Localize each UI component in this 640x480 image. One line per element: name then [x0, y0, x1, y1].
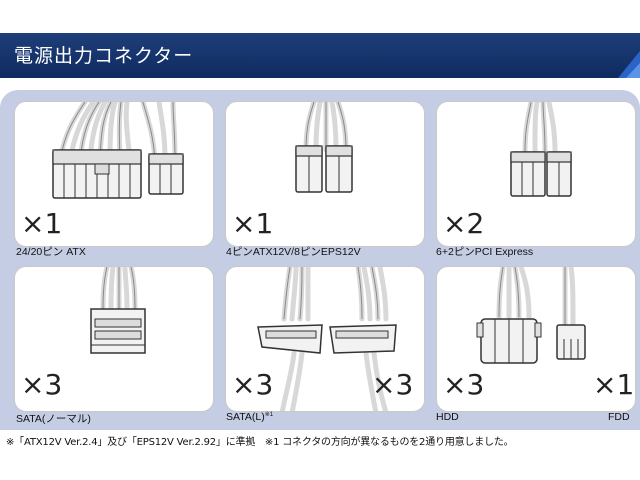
connector-card-sata-l: ×3 ×3	[225, 266, 425, 412]
header-accent-graphic	[618, 51, 640, 78]
count-hdd: ×3	[443, 368, 485, 401]
sata-connector-image	[90, 267, 146, 354]
count-sata-l-left: ×3	[232, 368, 274, 401]
caption-sata-l: SATA(L)※1	[226, 411, 273, 423]
caption-hdd: HDD	[436, 411, 459, 423]
caption-sata-l-note: ※1	[264, 412, 274, 418]
count-eps: ×1	[232, 207, 274, 240]
section-header: 電源出力コネクター	[0, 33, 640, 78]
caption-atx: 24/20ピン ATX	[16, 246, 86, 258]
caption-sata: SATA(ノーマル)	[16, 413, 91, 425]
connector-card-atx: ×1	[14, 101, 214, 247]
caption-sata-l-text: SATA(L)	[226, 411, 265, 423]
connector-card-hdd-fdd: ×3 ×1	[436, 266, 636, 412]
count-sata-l-right: ×3	[372, 368, 414, 401]
hdd-fdd-connector-image	[476, 267, 586, 364]
pcie-connector-image	[510, 102, 572, 197]
count-sata: ×3	[21, 368, 63, 401]
connector-card-pcie: ×2	[436, 101, 636, 247]
caption-eps: 4ピンATX12V/8ピンEPS12V	[226, 246, 361, 258]
header-title: 電源出力コネクター	[14, 45, 194, 67]
sata-l-connector-image	[257, 267, 397, 411]
atx-connector-image	[52, 102, 184, 199]
caption-fdd: FDD	[608, 411, 630, 423]
count-pcie: ×2	[443, 207, 485, 240]
count-atx: ×1	[21, 207, 63, 240]
footnote: ※「ATX12V Ver.2.4」及び「EPS12V Ver.2.92」に準拠 …	[6, 437, 514, 448]
caption-pcie: 6+2ピンPCI Express	[436, 246, 534, 258]
connector-card-eps: ×1	[225, 101, 425, 247]
eps-connector-image	[295, 102, 353, 193]
count-fdd: ×1	[593, 368, 635, 401]
connector-card-sata: ×3	[14, 266, 214, 412]
